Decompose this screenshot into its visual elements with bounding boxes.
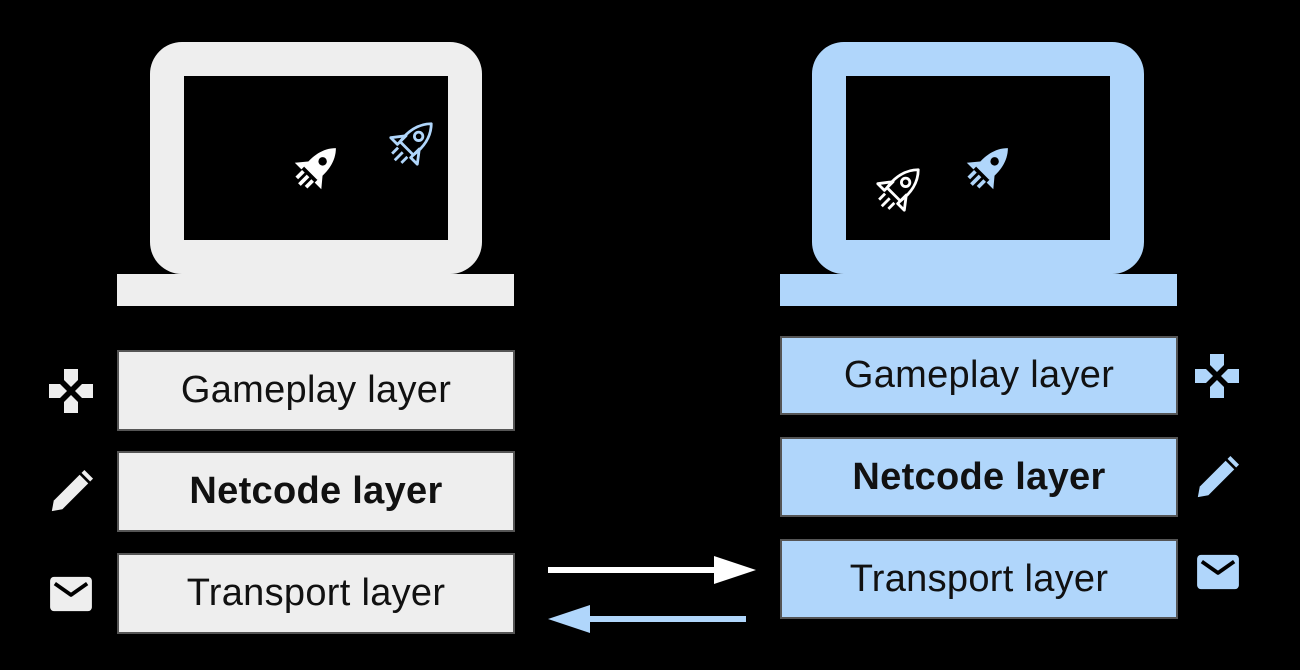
right-laptop-base (780, 274, 1177, 306)
left-netcode-layer-label: Netcode layer (189, 470, 443, 512)
right-transport-layer: Transport layer (780, 539, 1178, 619)
left-netcode-layer: Netcode layer (117, 451, 515, 532)
left-transport-layer: Transport layer (117, 553, 515, 634)
right-transport-layer-label: Transport layer (849, 557, 1109, 600)
left-laptop-base (117, 274, 514, 306)
arrow-to-right (548, 556, 756, 584)
right-gameplay-layer-label: Gameplay layer (843, 354, 1115, 396)
right-netcode-layer-label: Netcode layer (852, 455, 1106, 498)
left-laptop-screen (150, 42, 482, 274)
left-transport-layer-label: Transport layer (186, 572, 446, 614)
right-netcode-layer: Netcode layer (780, 437, 1178, 517)
right-gameplay-layer: Gameplay layer (780, 336, 1178, 415)
left-gameplay-layer: Gameplay layer (117, 350, 515, 431)
arrow-to-left (548, 605, 746, 633)
left-gameplay-layer-label: Gameplay layer (180, 369, 452, 411)
right-laptop-screen (812, 42, 1144, 274)
